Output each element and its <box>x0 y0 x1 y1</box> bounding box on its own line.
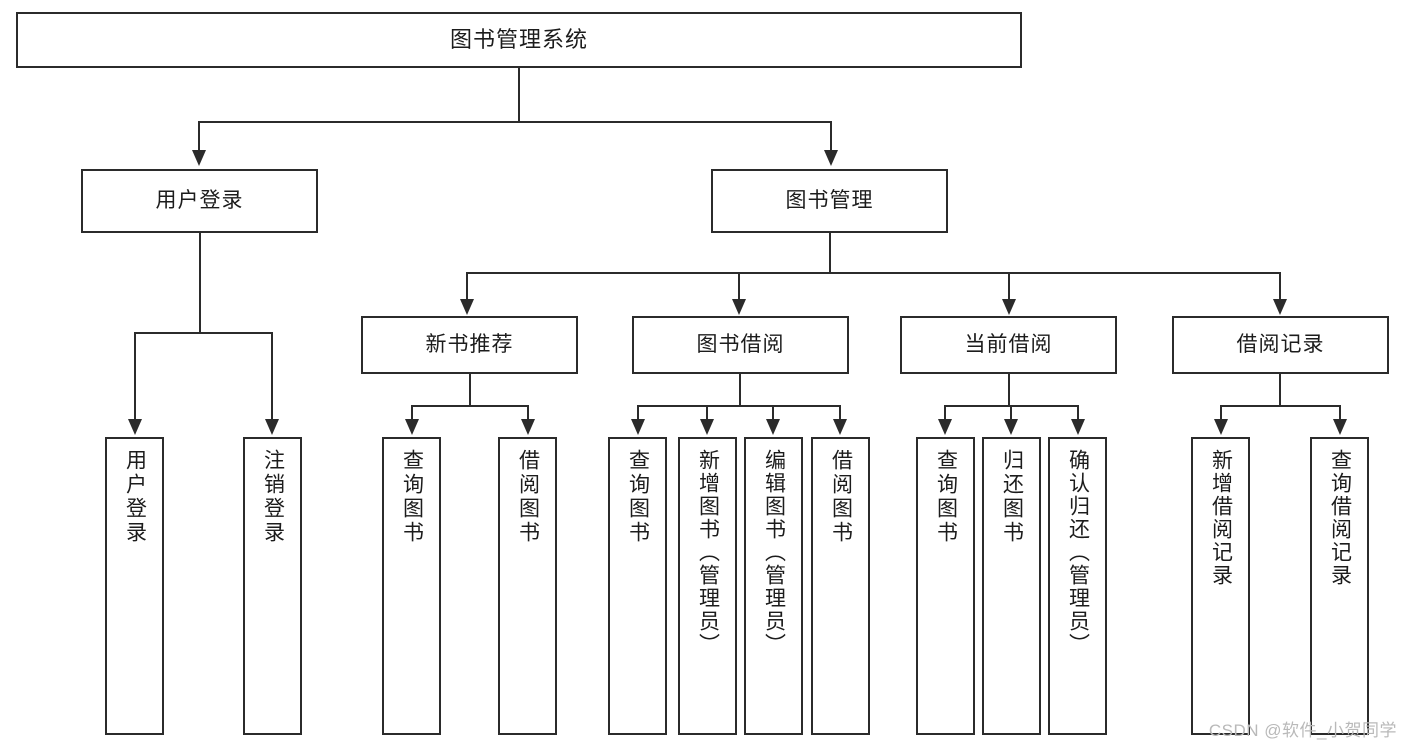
node-label: 图书管理 <box>785 189 874 213</box>
leaf-new-book-borrow[interactable]: 借阅图书 <box>498 437 557 735</box>
arrowhead-leaf-confirm-return <box>1071 419 1085 435</box>
connector-new-book-bus <box>411 405 528 407</box>
leaf-borrow-add-book[interactable]: 新增图书（管理员） <box>678 437 737 735</box>
arrowhead-book-borrow <box>732 299 746 315</box>
leaf-new-book-query[interactable]: 查询图书 <box>382 437 441 735</box>
connector-current-borrow-to-leaf-1 <box>944 405 946 420</box>
csdn-watermark: CSDN @软件_小贺同学 <box>1208 721 1397 740</box>
connector-user-login-to-leaf-1 <box>134 332 136 420</box>
connector-user-login-to-leaf-2 <box>271 332 273 420</box>
arrowhead-leaf-add-record <box>1214 419 1228 435</box>
connector-user-login-stem <box>199 233 201 333</box>
leaf-borrow-edit-book[interactable]: 编辑图书（管理员） <box>744 437 803 735</box>
connector-current-borrow-stem <box>1008 374 1010 406</box>
arrowhead-leaf-query-book-b <box>631 419 645 435</box>
connector-book-mgmt-stem <box>829 233 831 273</box>
leaf-record-query[interactable]: 查询借阅记录 <box>1310 437 1369 735</box>
leaf-label: 新增图书（管理员） <box>696 449 720 656</box>
node-label: 图书管理系统 <box>449 26 588 52</box>
arrowhead-leaf-add-book <box>700 419 714 435</box>
arrowhead-user-login <box>192 150 206 166</box>
arrowhead-leaf-user-login <box>128 419 142 435</box>
connector-bus-to-current-borrow <box>1008 272 1010 300</box>
node-book-borrow[interactable]: 图书借阅 <box>632 316 849 374</box>
arrowhead-leaf-query-book-c <box>938 419 952 435</box>
arrowhead-leaf-borrow-book-a <box>521 419 535 435</box>
arrowhead-leaf-logout <box>265 419 279 435</box>
connector-root-to-book-mgmt <box>830 121 832 151</box>
connector-root-stem <box>518 68 520 122</box>
leaf-label: 确认归还（管理员） <box>1066 449 1090 656</box>
connector-book-borrow-stem <box>739 374 741 406</box>
leaf-label: 借阅图书 <box>829 449 853 545</box>
connector-bus-to-borrow-record <box>1279 272 1281 300</box>
node-label: 借阅记录 <box>1236 333 1325 357</box>
leaf-borrow-borrow-book[interactable]: 借阅图书 <box>811 437 870 735</box>
leaf-label: 注销登录 <box>261 449 285 545</box>
leaf-borrow-query-book[interactable]: 查询图书 <box>608 437 667 735</box>
arrowhead-borrow-record <box>1273 299 1287 315</box>
leaf-logout[interactable]: 注销登录 <box>243 437 302 735</box>
arrowhead-leaf-return-book <box>1004 419 1018 435</box>
node-label: 用户登录 <box>155 189 244 213</box>
connector-new-book-stem <box>469 374 471 406</box>
node-book-management[interactable]: 图书管理 <box>711 169 948 233</box>
connector-book-borrow-to-leaf-2 <box>706 405 708 420</box>
leaf-label: 查询图书 <box>626 449 650 545</box>
arrowhead-leaf-borrow-book-b <box>833 419 847 435</box>
connector-user-login-bus <box>134 332 272 334</box>
leaf-label: 借阅图书 <box>516 449 540 545</box>
leaf-label: 查询图书 <box>934 449 958 545</box>
arrowhead-leaf-query-book-a <box>405 419 419 435</box>
connector-root-to-user-login <box>198 121 200 151</box>
leaf-record-add[interactable]: 新增借阅记录 <box>1191 437 1250 735</box>
leaf-label: 归还图书 <box>1000 449 1024 545</box>
arrowhead-leaf-edit-book <box>766 419 780 435</box>
connector-borrow-record-to-leaf-2 <box>1339 405 1341 420</box>
connector-current-borrow-to-leaf-2 <box>1010 405 1012 420</box>
arrowhead-leaf-query-record <box>1333 419 1347 435</box>
node-label: 图书借阅 <box>696 333 785 357</box>
leaf-user-login[interactable]: 用户登录 <box>105 437 164 735</box>
node-label: 新书推荐 <box>425 333 514 357</box>
connector-borrow-record-stem <box>1279 374 1281 406</box>
arrowhead-new-book <box>460 299 474 315</box>
leaf-current-query-book[interactable]: 查询图书 <box>916 437 975 735</box>
node-root-system[interactable]: 图书管理系统 <box>16 12 1022 68</box>
leaf-current-confirm-return[interactable]: 确认归还（管理员） <box>1048 437 1107 735</box>
arrowhead-current-borrow <box>1002 299 1016 315</box>
node-label: 当前借阅 <box>964 333 1053 357</box>
connector-book-borrow-bus <box>637 405 840 407</box>
arrowhead-book-mgmt <box>824 150 838 166</box>
connector-book-borrow-to-leaf-1 <box>637 405 639 420</box>
connector-bus-to-new-book <box>466 272 468 300</box>
node-new-book-recommend[interactable]: 新书推荐 <box>361 316 578 374</box>
connector-book-mgmt-bus <box>466 272 1281 274</box>
leaf-label: 用户登录 <box>123 449 147 545</box>
connector-borrow-record-to-leaf-1 <box>1220 405 1222 420</box>
leaf-label: 查询图书 <box>400 449 424 545</box>
leaf-label: 查询借阅记录 <box>1328 449 1352 587</box>
connector-bus-to-book-borrow <box>738 272 740 300</box>
connector-borrow-record-bus <box>1220 405 1340 407</box>
leaf-current-return-book[interactable]: 归还图书 <box>982 437 1041 735</box>
connector-new-book-to-leaf-2 <box>527 405 529 420</box>
leaf-label: 编辑图书（管理员） <box>762 449 786 656</box>
connector-new-book-to-leaf-1 <box>411 405 413 420</box>
node-current-borrow[interactable]: 当前借阅 <box>900 316 1117 374</box>
node-borrow-record[interactable]: 借阅记录 <box>1172 316 1389 374</box>
connector-book-borrow-to-leaf-3 <box>772 405 774 420</box>
connector-root-bus <box>198 121 832 123</box>
connector-book-borrow-to-leaf-4 <box>839 405 841 420</box>
connector-current-borrow-to-leaf-3 <box>1077 405 1079 420</box>
node-user-login[interactable]: 用户登录 <box>81 169 318 233</box>
leaf-label: 新增借阅记录 <box>1209 449 1233 587</box>
